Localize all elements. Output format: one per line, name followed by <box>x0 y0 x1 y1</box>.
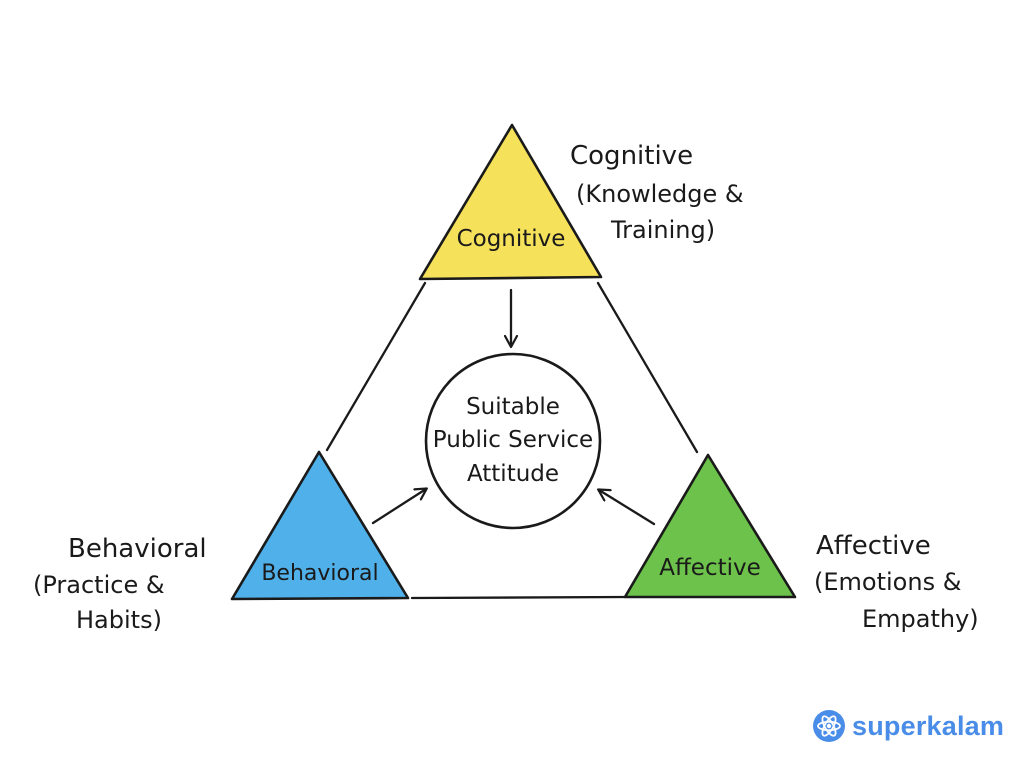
cognitive-triangle-label: Cognitive <box>457 226 566 252</box>
cognitive-desc-line1: (Knowledge & <box>576 180 744 208</box>
behavioral-description: Behavioral (Practice & Habits) <box>33 534 207 634</box>
center-label-line1: Suitable <box>466 394 560 420</box>
affective-desc-title: Affective <box>816 531 931 561</box>
center-label-line3: Attitude <box>467 461 559 487</box>
center-node: Suitable Public Service Attitude <box>424 352 602 530</box>
cognitive-desc-line2: Training) <box>610 216 715 244</box>
arrow-affective-to-center <box>599 490 656 526</box>
affective-desc-line1: (Emotions & <box>814 568 961 596</box>
cognitive-description: Cognitive (Knowledge & Training) <box>570 141 744 244</box>
edge-top-right <box>596 281 699 454</box>
cognitive-desc-title: Cognitive <box>570 141 693 171</box>
cognitive-node: Cognitive <box>418 123 603 281</box>
center-label-line2: Public Service <box>433 427 593 453</box>
behavioral-triangle-label: Behavioral <box>261 561 378 586</box>
edge-bottom <box>410 595 627 600</box>
behavioral-desc-line1: (Practice & <box>33 571 165 599</box>
brand-name: superkalam <box>852 710 1005 741</box>
behavioral-node: Behavioral <box>230 450 410 601</box>
affective-desc-line2: Empathy) <box>862 605 979 633</box>
affective-node: Affective <box>623 453 797 599</box>
affective-description: Affective (Emotions & Empathy) <box>814 531 979 633</box>
behavioral-desc-line2: Habits) <box>76 606 162 634</box>
atom-icon <box>813 710 845 742</box>
edge-top-left <box>325 281 427 452</box>
behavioral-triangle <box>230 450 410 601</box>
center-circle <box>424 352 602 530</box>
behavioral-desc-title: Behavioral <box>68 534 207 564</box>
superkalam-logo: superkalam <box>812 708 1004 744</box>
affective-triangle-label: Affective <box>659 555 761 581</box>
affective-triangle <box>623 453 797 599</box>
cognitive-triangle <box>418 123 603 281</box>
arrow-behavioral-to-center <box>371 489 426 525</box>
